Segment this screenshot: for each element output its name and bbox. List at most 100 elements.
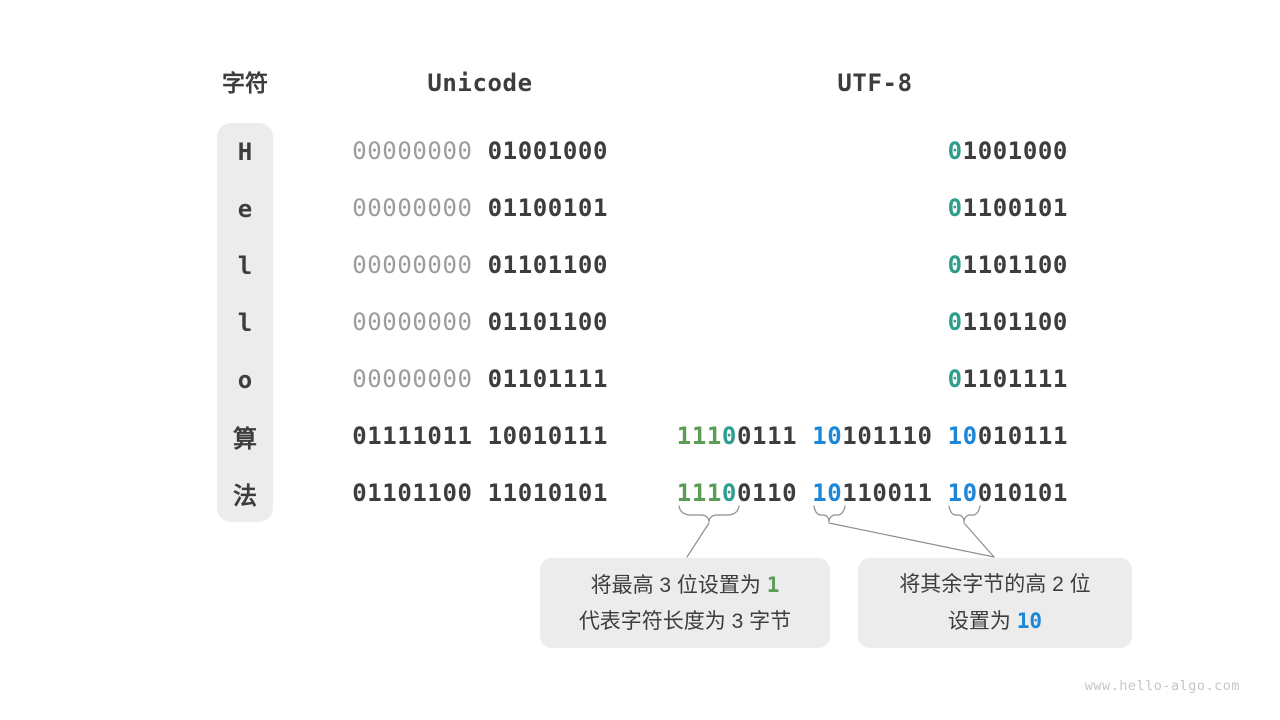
utf8-bits: 01101100 (660, 294, 1068, 351)
bit-segment: 111 (676, 422, 722, 450)
bit-segment: 1100101 (962, 194, 1068, 222)
bit-segment: 00000000 (352, 365, 473, 393)
byte: 01101100 (948, 251, 1068, 279)
bit-segment: 11010101 (487, 479, 608, 507)
watermark: www.hello-algo.com (1084, 678, 1240, 694)
bit-segment: 代表字符长度为 3 字节 (578, 609, 792, 633)
byte: 01101111 (488, 365, 608, 393)
bit-segment: 10 (947, 479, 978, 507)
unicode-bits: 00000000 01100101 (300, 180, 608, 237)
unicode-bits: 00000000 01101111 (300, 351, 608, 408)
bit-segment: 0 (947, 194, 963, 222)
bit-segment: 1101100 (962, 308, 1068, 336)
bit-segment: 00000000 (352, 308, 473, 336)
bit-segment: 0 (947, 365, 963, 393)
bit-segment: 0 (947, 308, 963, 336)
bit-segment: 10 (812, 479, 843, 507)
callout-line: 将其余字节的高 2 位 (858, 567, 1132, 603)
bit-segment: 1101111 (962, 365, 1068, 393)
bit-segment: 1101100 (962, 251, 1068, 279)
byte: 01101100 (488, 308, 608, 336)
bit-segment: 00000000 (352, 137, 473, 165)
bit-segment: 00000000 (352, 194, 473, 222)
bit-segment: 010101 (977, 479, 1068, 507)
bit-segment: 0 (947, 137, 963, 165)
callout-line: 代表字符长度为 3 字节 (540, 604, 830, 640)
column-header-character: 字符 (222, 70, 268, 96)
callout-line: 将最高 3 位设置为 1 (540, 567, 830, 604)
character-cell: H (237, 137, 253, 166)
bit-segment: 0110 (736, 479, 798, 507)
byte: 01001000 (948, 137, 1068, 165)
character-cell: l (237, 251, 253, 280)
bit-segment: 10 (812, 422, 843, 450)
utf8-bits: 01101111 (660, 351, 1068, 408)
column-header-unicode: Unicode (427, 69, 533, 97)
character-cell: 算 (233, 425, 257, 453)
bit-segment: 101110 (842, 422, 933, 450)
byte: 00000000 (352, 308, 472, 336)
bit-segment: 10010111 (487, 422, 608, 450)
bit-segment: 设置为 (947, 609, 1017, 633)
utf8-bits: 01101100 (660, 237, 1068, 294)
character-cell: l (237, 308, 253, 337)
bit-segment: 0 (721, 422, 737, 450)
bit-segment: 0 (721, 479, 737, 507)
bit-segment: 010111 (977, 422, 1068, 450)
byte: 10101110 (812, 422, 932, 450)
byte: 11010101 (488, 479, 608, 507)
unicode-bits: 00000000 01001000 (300, 123, 608, 180)
callout-continuation-bits: 将其余字节的高 2 位设置为 10 (858, 558, 1132, 648)
byte: 10010111 (488, 422, 608, 450)
bit-segment: 01001000 (487, 137, 608, 165)
unicode-bits: 01101100 11010101 (300, 465, 608, 522)
character-cell: o (237, 365, 253, 394)
bit-segment: 10 (947, 422, 978, 450)
byte: 11100110 (677, 479, 797, 507)
byte: 10010111 (948, 422, 1068, 450)
bit-segment: 00000000 (352, 251, 473, 279)
byte: 01101100 (352, 479, 472, 507)
bit-segment: 10 (1016, 608, 1043, 633)
byte: 10010101 (948, 479, 1068, 507)
bit-segment: 1001000 (962, 137, 1068, 165)
byte: 00000000 (352, 194, 472, 222)
byte: 00000000 (352, 137, 472, 165)
utf8-bits: 01001000 (660, 123, 1068, 180)
bit-segment: 01111011 (352, 422, 473, 450)
bit-segment: 01101111 (487, 365, 608, 393)
bit-segment: 0 (947, 251, 963, 279)
bit-segment: 01100101 (487, 194, 608, 222)
byte: 01101111 (948, 365, 1068, 393)
bit-segment: 将最高 3 位设置为 (590, 573, 767, 597)
byte: 01001000 (488, 137, 608, 165)
byte: 00000000 (352, 251, 472, 279)
byte: 01111011 (352, 422, 472, 450)
unicode-bits: 00000000 01101100 (300, 237, 608, 294)
unicode-bits: 00000000 01101100 (300, 294, 608, 351)
byte: 00000000 (352, 365, 472, 393)
byte: 01100101 (488, 194, 608, 222)
character-cell: 法 (233, 482, 257, 510)
byte: 01100101 (948, 194, 1068, 222)
bit-segment: 01101100 (487, 251, 608, 279)
character-cell: e (237, 194, 253, 223)
bit-segment: 01101100 (352, 479, 473, 507)
bit-segment: 将其余字节的高 2 位 (899, 572, 1091, 596)
bit-segment: 0111 (736, 422, 798, 450)
byte: 10110011 (812, 479, 932, 507)
column-header-utf8: UTF-8 (837, 69, 913, 97)
bit-segment: 110011 (842, 479, 933, 507)
bit-segment: 111 (676, 479, 722, 507)
callout-high-bits: 将最高 3 位设置为 1 代表字符长度为 3 字节 (540, 558, 830, 648)
callout-line: 设置为 10 (858, 603, 1132, 640)
byte: 01101100 (488, 251, 608, 279)
utf8-bits: 01100101 (660, 180, 1068, 237)
byte: 01101100 (948, 308, 1068, 336)
unicode-bits: 01111011 10010111 (300, 408, 608, 465)
